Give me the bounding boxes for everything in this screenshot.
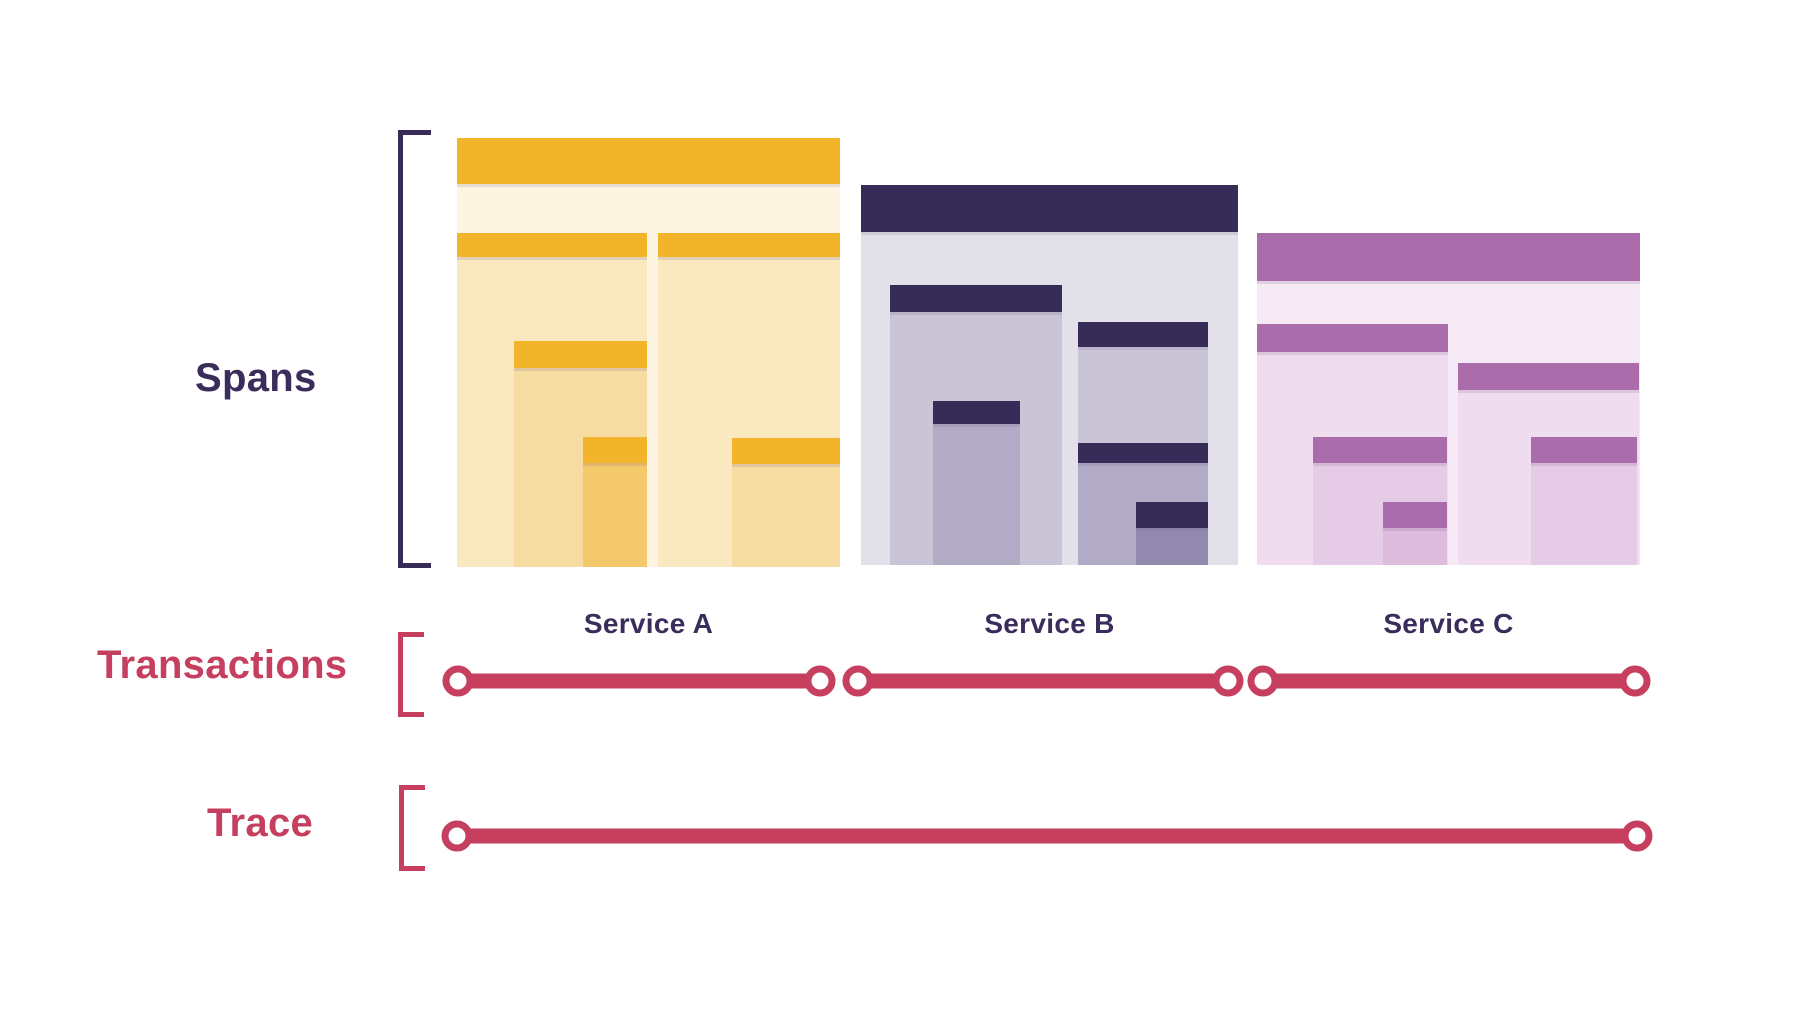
child-span-header [658, 233, 840, 257]
child-span-body [732, 464, 840, 567]
child-span-header [1383, 502, 1447, 528]
child-span-header [1531, 437, 1637, 463]
child-span-body [1531, 463, 1637, 565]
transaction-1-start-endpoint [442, 665, 474, 697]
root-span-header [1257, 233, 1640, 281]
child-span-body [1383, 528, 1447, 565]
service-span-block [457, 138, 840, 567]
service-span-block [861, 185, 1238, 565]
child-span-header [732, 438, 840, 464]
child-span-header [1458, 363, 1639, 390]
transactions-bracket [398, 632, 424, 717]
transaction-1-end-endpoint [804, 665, 836, 697]
child-span-header [1136, 502, 1208, 528]
trace-start-endpoint [441, 820, 473, 852]
transaction-2-end-endpoint [1212, 665, 1244, 697]
child-span-body [933, 424, 1020, 565]
transactions-label: Transactions [97, 643, 348, 687]
child-span-header [457, 233, 647, 257]
child-span-header [933, 401, 1020, 424]
spans-label: Spans [195, 356, 317, 400]
trace-label: Trace [207, 801, 314, 845]
child-span-body [1136, 528, 1208, 565]
child-span-header [1078, 322, 1208, 347]
service-label: Service A [583, 608, 714, 639]
root-span-header [457, 138, 840, 184]
child-span-header [1078, 443, 1208, 463]
transaction-3-end-endpoint [1619, 665, 1651, 697]
transaction-3-start-endpoint [1247, 665, 1279, 697]
service-label: Service B [984, 608, 1115, 639]
trace-bracket [399, 785, 425, 871]
spans-bracket [398, 130, 431, 568]
service-span-block [1257, 233, 1640, 565]
transaction-2-start-endpoint [842, 665, 874, 697]
child-span-header [1313, 437, 1447, 463]
child-span-header [1257, 324, 1448, 352]
service-label: Service C [1383, 608, 1514, 639]
child-span-body [583, 463, 647, 567]
trace-end-endpoint [1621, 820, 1653, 852]
child-span-header [514, 341, 647, 368]
root-span-header [861, 185, 1238, 232]
child-span-header [890, 285, 1062, 312]
child-span-header [583, 437, 647, 463]
